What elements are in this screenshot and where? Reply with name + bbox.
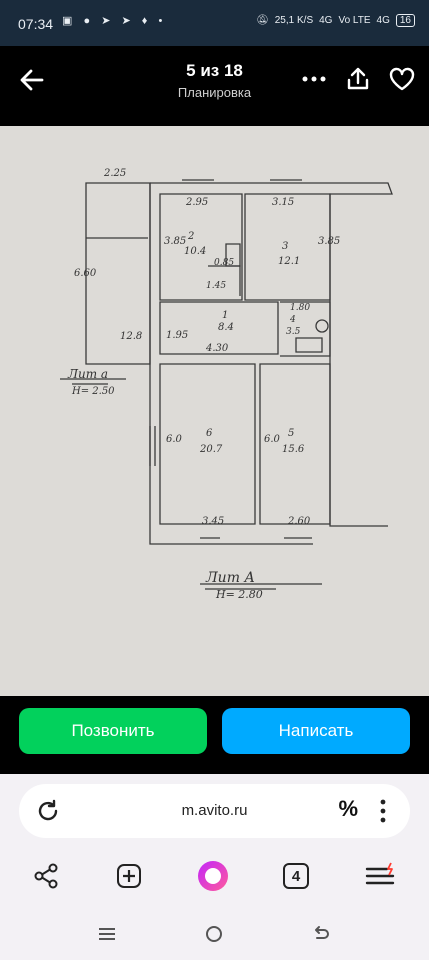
plan-label-small-a: 0.85 — [214, 258, 234, 268]
plan-label-room5-num: 5 — [288, 428, 294, 439]
plan-label-left-side: 6.60 — [74, 268, 97, 279]
plan-label-room5-side: 6.0 — [264, 434, 281, 445]
plan-label-top-left: 2.25 — [103, 168, 126, 179]
plan-label-room2-top: 2.95 — [185, 197, 208, 208]
plan-label-room6-area: 20.7 — [199, 444, 223, 455]
more-vertical-icon[interactable] — [378, 797, 388, 825]
share-button[interactable] — [343, 64, 373, 94]
plan-label-room4-area: 3.5 — [286, 327, 301, 337]
plan-label-bottom-left: 3.45 — [202, 516, 224, 527]
network-4g: 4G — [319, 15, 333, 26]
plan-label-room3-top: 3.15 — [272, 197, 294, 208]
battery-icon: 16 — [395, 14, 415, 27]
plus-square-icon — [117, 864, 141, 888]
plan-label-room1-area: 8.4 — [218, 322, 234, 333]
more-horizontal-icon — [302, 76, 326, 82]
plan-label-room3-side: 3.85 — [318, 236, 340, 247]
status-icons: 🔕︎ 25,1 K/S 4G Vo LTE 4G 16 — [256, 14, 415, 27]
share-tool-button[interactable] — [28, 858, 64, 894]
plan-label-room5-area: 15.6 — [282, 444, 305, 455]
url-text[interactable]: m.avito.ru — [181, 802, 248, 819]
plan-label-lit-a-big: Лит А — [205, 570, 255, 586]
plan-label-room4-top: 1.80 — [290, 303, 310, 313]
contact-actions: Позвонить Написать — [0, 696, 429, 774]
browser-chrome: m.avito.ru % 4 — [0, 774, 429, 960]
write-button[interactable]: Написать — [222, 708, 410, 754]
volte: Vo LTE — [338, 15, 371, 26]
plan-label-h-small: H= 2.50 — [71, 386, 115, 397]
home-button[interactable] — [199, 922, 229, 946]
tabs-count: 4 — [283, 863, 309, 889]
telegram-icon: ➤ — [101, 15, 115, 27]
gallery-header: 5 из 18 Планировка — [0, 46, 429, 126]
plan-label-room6-side: 6.0 — [166, 434, 183, 445]
system-back-button[interactable] — [306, 922, 336, 946]
tabs-button[interactable]: 4 — [278, 858, 314, 894]
share-icon — [347, 67, 369, 90]
address-bar[interactable]: m.avito.ru % — [19, 784, 410, 838]
plan-label-room2-side: 3.85 — [164, 236, 186, 247]
plan-label-room4-num: 4 — [289, 315, 296, 325]
listing-photo[interactable]: 2.25 2.95 3.15 3.85 2 10.4 3 12.1 3.85 6… — [0, 126, 429, 696]
more-button[interactable] — [299, 64, 329, 94]
percent-icon[interactable]: % — [338, 796, 358, 821]
status-bar: 07:34 ▣ ● ➤ ➤ ♦ • 🔕︎ 25,1 K/S 4G Vo LTE … — [0, 0, 429, 46]
plan-label-left-area: 12.8 — [120, 331, 142, 342]
back-button[interactable] — [16, 64, 48, 96]
menu-button[interactable] — [362, 858, 398, 894]
recents-icon — [99, 928, 115, 940]
alice-button[interactable] — [195, 858, 231, 894]
system-navigation — [0, 912, 429, 960]
new-tab-button[interactable] — [111, 858, 147, 894]
dot-icon: • — [158, 15, 167, 27]
plan-label-room2-num: 2 — [187, 231, 194, 242]
plan-label-lit-a-small: Лит а — [67, 367, 108, 381]
favorite-button[interactable] — [387, 64, 417, 94]
photo-counter: 5 из 18 — [186, 61, 243, 80]
menu-icon — [365, 862, 395, 885]
home-circle-icon — [206, 926, 222, 942]
plan-label-room6-num: 6 — [206, 428, 213, 439]
telegram-icon: ➤ — [121, 15, 135, 27]
chat-icon: ● — [83, 15, 95, 27]
floor-plan-drawing: 2.25 2.95 3.15 3.85 2 10.4 3 12.1 3.85 6… — [0, 126, 429, 696]
browser-toolbar: 4 — [0, 854, 429, 898]
plan-label-bottom-right: 2.60 — [287, 516, 311, 527]
reload-icon[interactable] — [35, 798, 61, 824]
arrow-left-icon — [20, 69, 44, 91]
alice-icon — [198, 861, 228, 891]
plan-label-h-big: H= 2.80 — [215, 588, 263, 601]
network-4g-2: 4G — [376, 15, 390, 26]
plan-label-room2-area: 10.4 — [184, 246, 206, 257]
mute-icon: 🔕︎ — [256, 15, 269, 26]
back-arrow-icon — [315, 926, 329, 939]
photo-caption: Планировка — [177, 85, 252, 100]
plan-label-room1-num: 1 — [222, 310, 228, 321]
heart-icon — [389, 67, 415, 91]
plan-label-room3-area: 12.1 — [278, 256, 300, 267]
drop-icon: ♦ — [141, 15, 152, 27]
recents-button[interactable] — [92, 922, 122, 946]
call-button[interactable]: Позвонить — [19, 708, 207, 754]
plan-label-room1-side: 1.95 — [166, 330, 188, 341]
plan-label-small-b: 1.45 — [206, 281, 226, 291]
clock: 07:34 — [18, 16, 54, 32]
plan-label-room1-width: 4.30 — [205, 343, 229, 354]
share-nodes-icon — [34, 863, 58, 889]
grid-icon: ▣ — [62, 15, 77, 27]
notification-icons: ▣ ● ➤ ➤ ♦ • — [62, 14, 166, 27]
plan-label-room3-num: 3 — [282, 241, 288, 252]
speed: 25,1 K/S — [274, 15, 314, 26]
